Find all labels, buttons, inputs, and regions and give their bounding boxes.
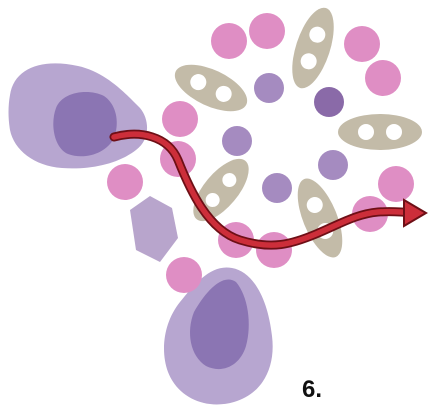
pod-hole	[215, 85, 232, 102]
pink-bead	[162, 101, 198, 137]
pod-hole	[205, 192, 220, 207]
pink-bead	[256, 232, 292, 268]
pink-bead	[249, 13, 285, 49]
pink-bead	[365, 60, 401, 96]
lower-cell-nucleus	[190, 279, 249, 370]
pod-hole	[222, 173, 237, 188]
arrow-head	[403, 198, 428, 228]
pink-bead	[211, 23, 247, 59]
pod-hole	[190, 74, 207, 91]
step-number-label: 6.	[302, 376, 323, 403]
pod	[338, 114, 422, 150]
upper-left-cell	[8, 63, 148, 169]
pink-bead	[166, 257, 202, 293]
inner-sphere-ring	[222, 73, 348, 203]
small-purple-sphere	[254, 73, 284, 103]
lower-cell	[164, 267, 273, 405]
pink-bead	[378, 166, 414, 202]
hexagon-particle	[130, 196, 178, 262]
upper-left-cell-nucleus	[53, 92, 117, 157]
small-purple-sphere	[222, 126, 252, 156]
pink-bead	[344, 26, 380, 62]
pod-hole	[309, 26, 326, 43]
small-purple-sphere	[318, 150, 348, 180]
small-purple-sphere	[262, 173, 292, 203]
pod	[193, 158, 249, 222]
pink-bead	[107, 164, 143, 200]
pod-hole	[386, 124, 402, 140]
curved-arrow-icon	[109, 129, 428, 250]
pod-hole	[306, 197, 323, 214]
pod-hole	[300, 53, 317, 70]
arrow-body	[111, 131, 417, 248]
pod	[292, 7, 334, 89]
pod	[174, 64, 248, 112]
pod-hole	[358, 124, 374, 140]
dark-purple-sphere	[314, 87, 344, 117]
